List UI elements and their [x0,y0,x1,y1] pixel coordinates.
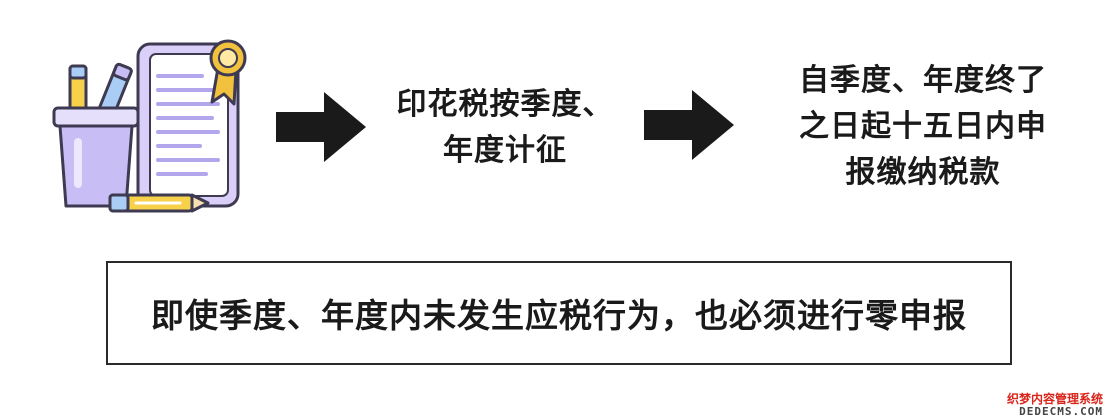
watermark-en: DEDECMS.COM [1019,404,1103,418]
step-2-text: 自季度、年度终了之日起十五日内申报缴纳税款 [768,58,1078,196]
document-icon [136,42,240,208]
zero-filing-note-box: 即使季度、年度内未发生应税行为，也必须进行零申报 [106,261,1012,365]
arrow-right-icon [276,92,366,162]
step-1-text: 印花税按季度、年度计征 [380,82,630,174]
pencil-icon [108,193,210,213]
step-1-line-1: 印花税按季度、 [396,87,614,122]
pencil-cup-icon [52,62,140,208]
step-1-line-2: 年度计征 [443,133,567,168]
step-2-line-3: 报缴纳税款 [845,155,1001,190]
zero-filing-note-text: 即使季度、年度内未发生应税行为，也必须进行零申报 [151,296,967,335]
tax-document-illustration [52,39,247,213]
watermark-cn: 织梦内容管理系统 [1006,391,1103,406]
arrow-right-icon [644,90,734,160]
step-2-line-2: 之日起十五日内申 [799,109,1047,144]
watermark: 织梦内容管理系统 DEDECMS.COM [1006,391,1103,418]
award-ribbon-icon [209,39,247,106]
step-2-line-1: 自季度、年度终了 [799,63,1047,98]
